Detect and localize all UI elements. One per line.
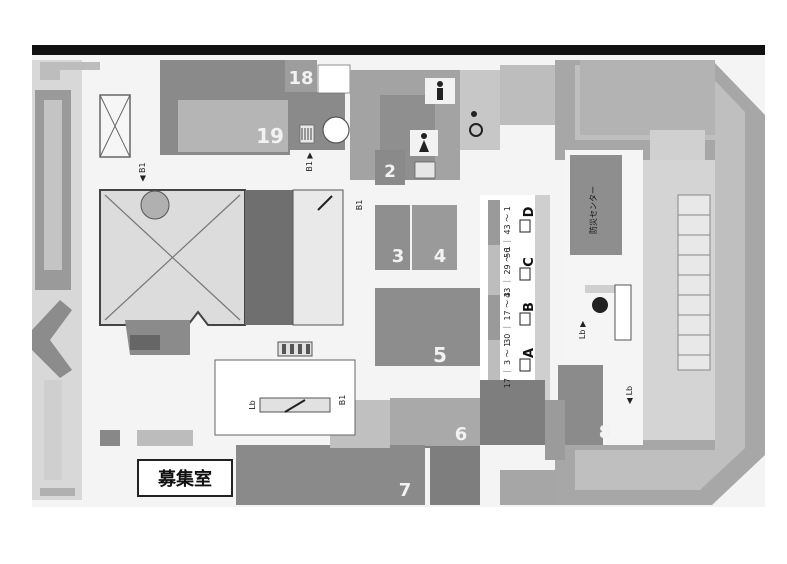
wheelchair-icon	[469, 111, 483, 137]
unit-label-19: 19	[256, 124, 284, 148]
unit-4-area	[412, 205, 457, 270]
recruitment-room-label: 募集室	[137, 459, 233, 497]
elevator-icon	[519, 358, 531, 372]
unit-label-2: 2	[384, 162, 396, 182]
unit-label-7: 7	[399, 480, 412, 501]
floor-marker-lb-right: Lb ▶	[578, 320, 587, 339]
unit-18-area	[285, 60, 317, 92]
unit-label-4: 4	[434, 246, 447, 267]
elevator-letter-d: D	[522, 206, 537, 217]
elevator-letter-a: A	[522, 348, 537, 358]
unit-label-5: 5	[433, 343, 447, 367]
unit-2-area	[375, 150, 405, 185]
elevator-range-d: 56 ｜ 43 ～ 1	[503, 206, 512, 258]
toilet-female-icon	[419, 133, 429, 152]
info-pin-icon	[322, 116, 350, 144]
unit-label-8: 8	[599, 422, 612, 443]
unit-3-area	[375, 205, 410, 270]
floor-marker-lb: Lb	[248, 400, 257, 410]
unit-label-3: 3	[392, 246, 405, 267]
floor-marker-b1-lower: B1	[338, 395, 347, 406]
elevator-icon	[519, 312, 531, 326]
information-icon	[592, 297, 608, 313]
unit-7-area	[236, 445, 425, 505]
stairs-icon	[282, 344, 310, 354]
floor-marker-lb-left: ◀ Lb	[625, 386, 634, 404]
elevator-range-c: 43 ｜ 29 ～ 1	[503, 246, 512, 298]
elevator-range-b: 30 ｜ 17 ～ 3	[503, 292, 512, 344]
elevator-letter-b: B	[522, 302, 537, 312]
floor-marker-b1-mid: B1	[355, 200, 364, 211]
unit-5-area	[375, 288, 480, 366]
corridor-strip	[245, 190, 293, 325]
disaster-center-room	[570, 155, 622, 255]
elevator-letter-c: C	[522, 257, 537, 267]
floor-marker-b1-top: B1 ▶	[305, 152, 314, 172]
elevator-icon	[519, 219, 531, 233]
toilet-male-icon	[437, 81, 443, 100]
elevator-range-a: 17 ｜ 3 ～ 1	[503, 342, 512, 389]
floor-marker-b1-left: ◀ B1	[138, 162, 147, 181]
unit-label-6: 6	[455, 424, 468, 445]
top-border-bar	[32, 45, 765, 55]
elevator-icon	[519, 267, 531, 281]
escalator-icon	[284, 195, 333, 413]
unit-label-18: 18	[288, 68, 313, 89]
unit-8-area	[558, 365, 603, 445]
center-room-label: 防災センター	[588, 186, 598, 234]
